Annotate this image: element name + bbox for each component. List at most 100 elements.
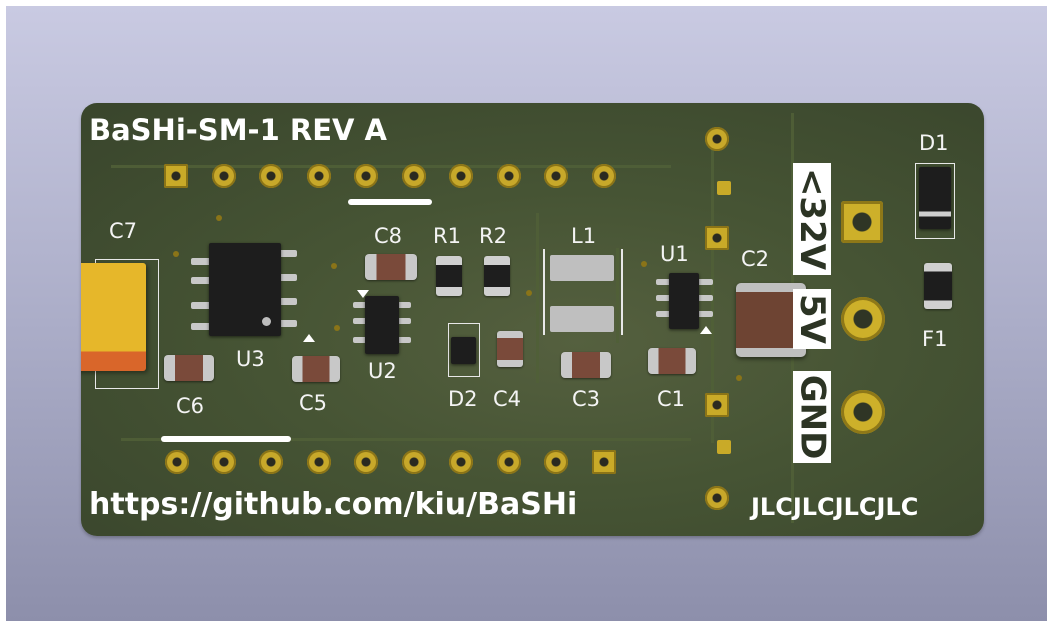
u1-pin [697, 295, 713, 301]
through-hole-pad-icon [212, 450, 236, 474]
label-gnd-text: GND [792, 374, 832, 460]
copper-trace [711, 143, 714, 443]
pin1-square-pad-icon [705, 393, 729, 417]
d2-outline [448, 323, 480, 377]
through-hole-pad-icon [259, 164, 283, 188]
triangle-marker-icon [303, 334, 315, 342]
ref-r1: R1 [433, 224, 461, 248]
repository-url: https://github.com/kiu/BaSHi [89, 487, 578, 522]
power-5v-pad-icon [841, 297, 885, 341]
u2-pin [397, 337, 411, 343]
through-hole-pad-icon [497, 450, 521, 474]
pcb-board: BaSHi-SM-1 REV A https://github.com/kiu/… [81, 103, 984, 536]
label-vin: <32V [792, 163, 832, 275]
d1-diode [919, 167, 951, 229]
ref-r2: R2 [479, 224, 507, 248]
copper-trace [111, 165, 671, 168]
copper-trace [536, 213, 539, 383]
through-hole-pad-icon [212, 164, 236, 188]
through-hole-pad-icon [354, 164, 378, 188]
pin1-dot [262, 317, 271, 326]
u1-chip [669, 273, 699, 329]
silkscreen-bar [161, 436, 291, 442]
label-5v: 5V [792, 289, 833, 349]
triangle-marker-icon [700, 326, 712, 334]
r2-resistor [484, 256, 510, 296]
c7-tantalum-capacitor [81, 263, 146, 371]
l1-pad [550, 306, 614, 332]
ref-c1: C1 [657, 387, 686, 411]
ref-d2: D2 [448, 387, 478, 411]
through-hole-pad-icon [705, 486, 729, 510]
through-hole-pad-icon [402, 164, 426, 188]
u3-pin [277, 320, 297, 327]
u3-chip [209, 243, 281, 336]
through-hole-pad-icon [497, 164, 521, 188]
through-hole-pad-icon [307, 450, 331, 474]
label-vin-text: <32V [792, 167, 832, 271]
copper-trace [616, 248, 619, 343]
u1-pin [697, 279, 713, 285]
silkscreen-bar [348, 199, 432, 205]
r1-resistor [436, 256, 462, 296]
u2-pin [397, 318, 411, 324]
smd-pad [717, 181, 731, 195]
u1-pin [697, 311, 713, 317]
via [216, 215, 222, 221]
u2-chip [365, 296, 399, 354]
u3-pin [191, 302, 211, 309]
via [526, 290, 532, 296]
via [736, 375, 742, 381]
c8-capacitor [365, 254, 417, 280]
through-hole-pad-icon [259, 450, 283, 474]
u2-pin [353, 318, 367, 324]
triangle-marker-icon [357, 290, 369, 298]
power-gnd-pad-icon [841, 390, 885, 434]
u2-pin [353, 302, 367, 308]
fab-mark: JLCJLCJLCJLC [751, 493, 919, 521]
l1-pad [550, 255, 614, 281]
ref-c5: C5 [299, 391, 328, 415]
3d-viewer-viewport[interactable]: BaSHi-SM-1 REV A https://github.com/kiu/… [6, 6, 1047, 621]
c5-capacitor [292, 356, 340, 382]
u1-pin [656, 279, 672, 285]
ref-u2: U2 [368, 359, 397, 383]
label-gnd: GND [792, 371, 832, 463]
pin1-square-pad-icon [164, 164, 188, 188]
u3-pin [191, 323, 211, 330]
ref-c7: C7 [109, 219, 138, 243]
via [173, 251, 179, 257]
u3-pin [191, 277, 211, 284]
u3-pin [191, 258, 211, 265]
l1-outline [621, 249, 623, 335]
pin1-square-pad-icon [705, 226, 729, 250]
board-title: BaSHi-SM-1 REV A [89, 113, 387, 147]
ref-c2: C2 [741, 247, 770, 271]
through-hole-pad-icon [354, 450, 378, 474]
through-hole-pad-icon [592, 164, 616, 188]
c1-capacitor [648, 348, 696, 374]
power-input-pad-icon [841, 201, 883, 243]
ref-c8: C8 [374, 224, 403, 248]
ref-u3: U3 [236, 347, 265, 371]
via [331, 263, 337, 269]
label-5v-text: 5V [792, 294, 833, 344]
through-hole-pad-icon [544, 450, 568, 474]
u2-pin [353, 337, 367, 343]
u2-pin [397, 302, 411, 308]
through-hole-pad-icon [449, 450, 473, 474]
through-hole-pad-icon [402, 450, 426, 474]
f1-fuse [924, 263, 952, 309]
u3-pin [277, 250, 297, 257]
via [334, 325, 340, 331]
ref-c6: C6 [176, 394, 205, 418]
via [641, 261, 647, 267]
c6-capacitor [164, 355, 214, 381]
through-hole-pad-icon [705, 127, 729, 151]
u3-pin [277, 274, 297, 281]
through-hole-pad-icon [307, 164, 331, 188]
c3-capacitor [561, 352, 611, 378]
ref-d1: D1 [919, 131, 949, 155]
through-hole-pad-icon [449, 164, 473, 188]
ref-f1: F1 [922, 327, 948, 351]
